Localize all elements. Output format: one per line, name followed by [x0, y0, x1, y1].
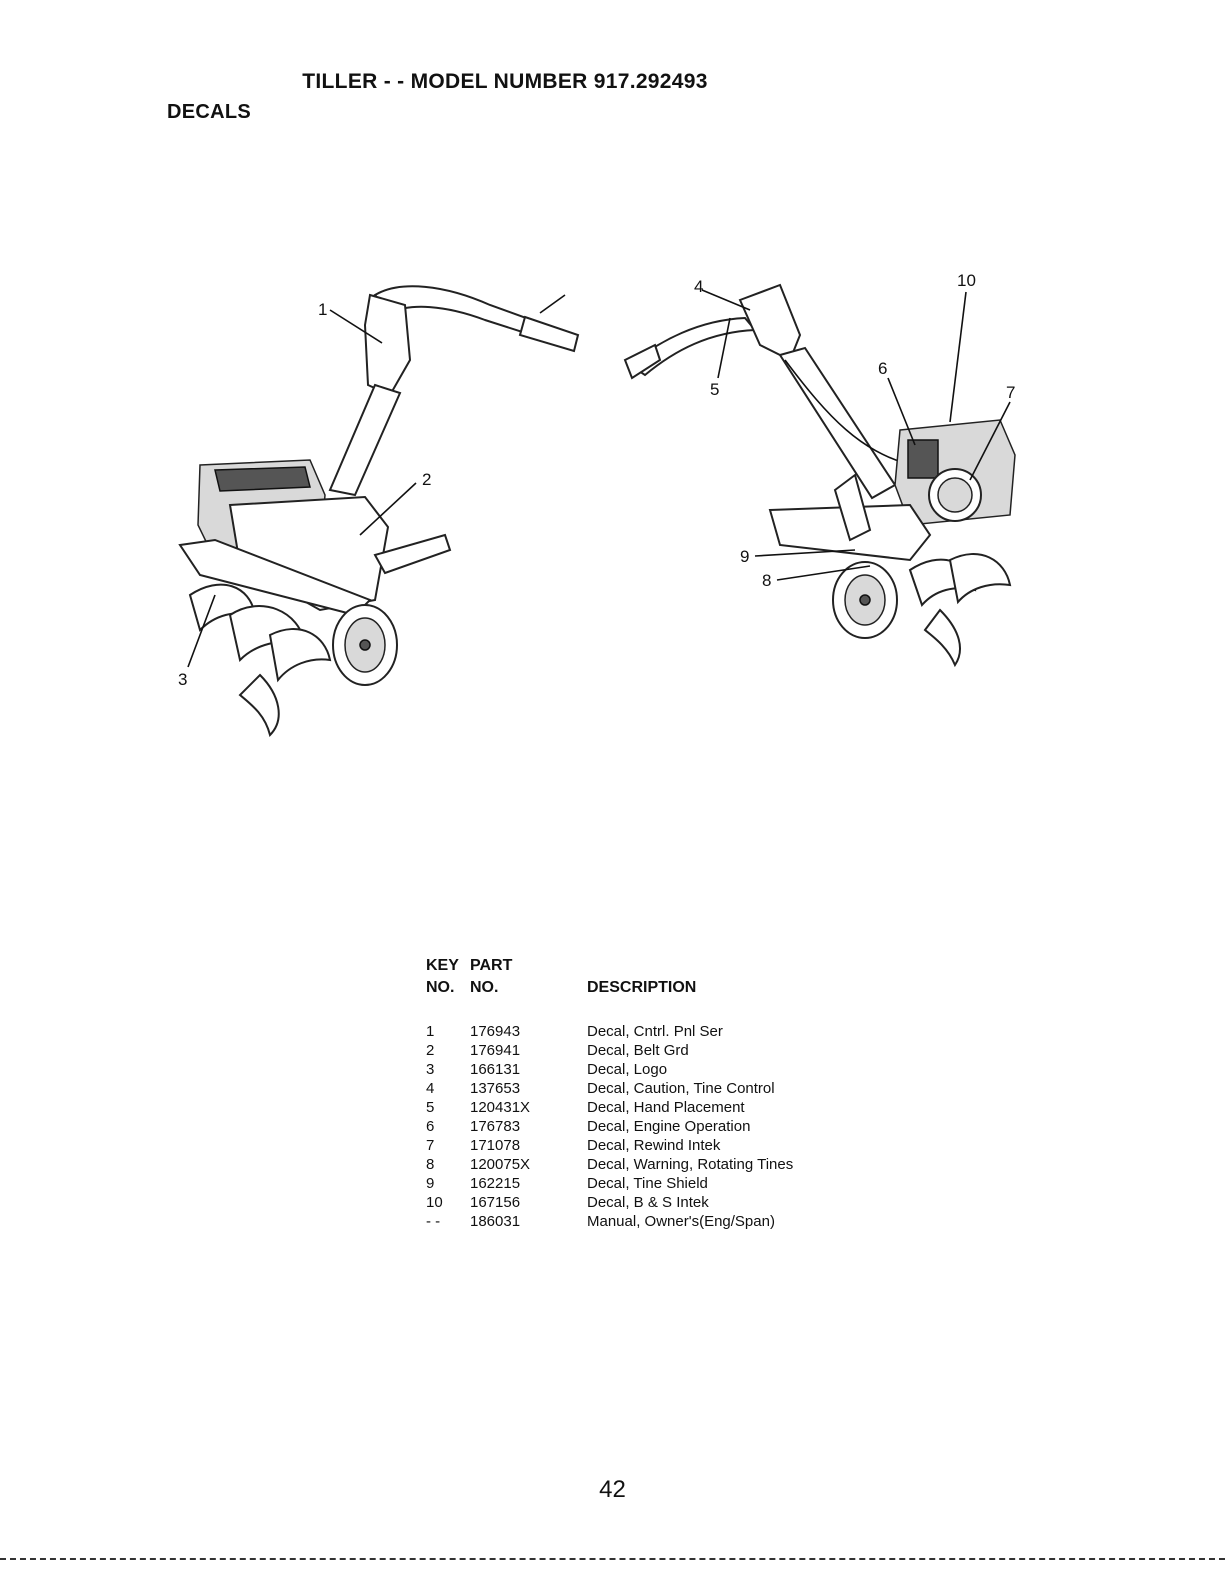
callout-8: 8 [762, 571, 771, 590]
description: Decal, B & S Intek [587, 1194, 709, 1211]
table-row: 7 171078 Decal, Rewind Intek [426, 1136, 906, 1155]
table-row: 2 176941 Decal, Belt Grd [426, 1041, 906, 1060]
control-panel [738, 283, 802, 362]
description: Decal, Warning, Rotating Tines [587, 1156, 794, 1173]
handle-column [328, 383, 402, 497]
engine-top [214, 466, 311, 492]
header-key-line2: NO. [426, 979, 455, 996]
table-row: 1 176943 Decal, Cntrl. Pnl Ser [426, 1022, 906, 1041]
part-no: 120431X [470, 1099, 531, 1116]
description: Decal, Logo [587, 1061, 668, 1078]
leader-6 [887, 377, 916, 446]
control-panel [363, 293, 412, 397]
bottom-rule [0, 1558, 1225, 1560]
callout-6: 6 [878, 359, 887, 378]
parts-table-header: KEY NO. PART NO. DESCRIPTION [426, 956, 906, 1022]
table-row: 3 166131 Decal, Logo [426, 1060, 906, 1079]
table-row: 9 162215 Decal, Tine Shield [426, 1174, 906, 1193]
description: Decal, Rewind Intek [587, 1137, 721, 1154]
tines [188, 583, 332, 737]
key-no: 1 [426, 1023, 435, 1040]
callout-10: 10 [957, 271, 976, 290]
part-no: 167156 [470, 1194, 521, 1211]
callout-2: 2 [422, 470, 431, 489]
part-no: 186031 [470, 1213, 521, 1230]
part-no: 171078 [470, 1137, 521, 1154]
header-part-line2: NO. [470, 979, 499, 996]
callout-3: 3 [178, 670, 187, 689]
recoil-starter [928, 468, 982, 522]
key-no: 10 [426, 1194, 443, 1211]
table-row: 8 120075X Decal, Warning, Rotating Tines [426, 1155, 906, 1174]
callout-7: 7 [1006, 383, 1015, 402]
page-number: 42 [599, 1476, 626, 1503]
tiller-right-drawing: 4 5 6 10 7 9 8 [623, 271, 1016, 668]
key-no: 7 [426, 1137, 435, 1154]
callout-5: 5 [710, 380, 719, 399]
control-lever [539, 294, 566, 314]
description: Decal, Cntrl. Pnl Ser [587, 1023, 723, 1040]
part-no: 162215 [470, 1175, 521, 1192]
key-no: 3 [426, 1061, 435, 1078]
leader-3 [187, 594, 216, 668]
leader-10 [949, 291, 967, 423]
leader-1 [329, 309, 383, 344]
description: Decal, Belt Grd [587, 1042, 689, 1059]
table-row: 6 176783 Decal, Engine Operation [426, 1117, 906, 1136]
key-no: 9 [426, 1175, 435, 1192]
tiller-right-illustration: 4 5 6 10 7 9 8 [610, 270, 1060, 670]
transport-wheel [332, 604, 398, 686]
description: Decal, Engine Operation [587, 1118, 751, 1135]
part-no: 176943 [470, 1023, 521, 1040]
leader-2 [359, 482, 417, 536]
table-row: 10 167156 Decal, B & S Intek [426, 1193, 906, 1212]
part-no: 176783 [470, 1118, 521, 1135]
leader-9 [754, 549, 856, 557]
leader-4 [701, 289, 751, 311]
section-heading: DECALS [167, 101, 252, 123]
tines [908, 553, 1012, 668]
key-no: - - [426, 1213, 441, 1230]
key-no: 6 [426, 1118, 435, 1135]
callout-4: 4 [694, 277, 703, 296]
header-description: DESCRIPTION [587, 979, 697, 996]
callout-9: 9 [740, 547, 749, 566]
handle-grip [623, 343, 662, 380]
leader-8 [776, 565, 871, 581]
tiller-left-illustration: 1 2 3 [160, 265, 620, 745]
description: Decal, Caution, Tine Control [587, 1080, 775, 1097]
transport-wheel [832, 561, 898, 639]
leader-7 [969, 401, 1011, 481]
handle-grip [518, 315, 580, 353]
key-no: 2 [426, 1042, 435, 1059]
control-cable [784, 359, 911, 466]
frame-plate [833, 473, 872, 542]
key-no: 4 [426, 1080, 435, 1097]
tiller-left-drawing: 1 2 3 [178, 285, 580, 737]
part-no: 120075X [470, 1156, 531, 1173]
table-row: - - 186031 Manual, Owner's(Eng/Span) [426, 1212, 906, 1231]
wheel-bracket [373, 533, 452, 575]
table-row: 5 120431X Decal, Hand Placement [426, 1098, 906, 1117]
page-title: TILLER - - MODEL NUMBER 917.292493 [302, 70, 708, 93]
description: Decal, Hand Placement [587, 1099, 745, 1116]
part-no: 176941 [470, 1042, 521, 1059]
header-key-line1: KEY [426, 957, 459, 974]
description: Decal, Tine Shield [587, 1175, 708, 1192]
table-row: 4 137653 Decal, Caution, Tine Control [426, 1079, 906, 1098]
callout-1: 1 [318, 300, 327, 319]
header-part-line1: PART [470, 957, 513, 974]
leader-5 [717, 317, 731, 379]
part-no: 137653 [470, 1080, 521, 1097]
engine-decal-panel [907, 439, 939, 479]
key-no: 5 [426, 1099, 435, 1116]
description: Manual, Owner's(Eng/Span) [587, 1213, 775, 1230]
part-no: 166131 [470, 1061, 521, 1078]
key-no: 8 [426, 1156, 435, 1173]
